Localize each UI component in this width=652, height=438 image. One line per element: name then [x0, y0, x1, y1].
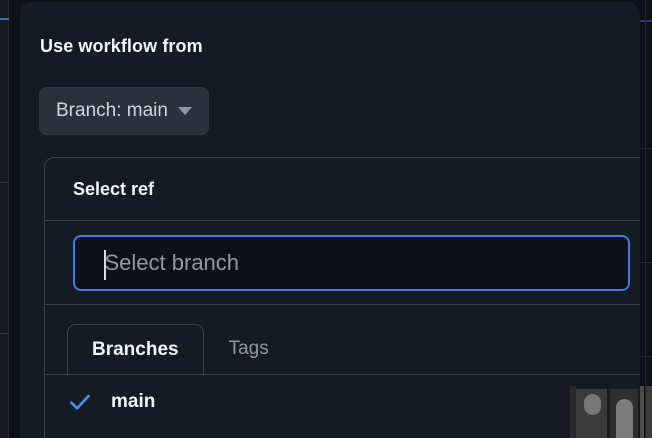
list-item-label: main: [111, 391, 156, 412]
background-right-divider-c: [640, 356, 652, 357]
scrollbar-edge-b: [646, 386, 652, 438]
background-left-divider: [8, 0, 9, 438]
check-icon: [70, 394, 90, 410]
tab-tags[interactable]: Tags: [204, 323, 294, 375]
branch-search-field[interactable]: [72, 234, 630, 291]
branch-list: main: [45, 375, 640, 425]
tabs-underline: [45, 374, 640, 375]
background-right-accent: [640, 20, 652, 22]
select-ref-header: Select ref: [45, 158, 640, 221]
select-ref-title: Select ref: [73, 178, 155, 199]
background-right-divider-a: [640, 148, 652, 149]
branch-search-input[interactable]: [74, 236, 628, 289]
list-item[interactable]: main: [45, 379, 640, 425]
tab-branches-label: Branches: [92, 339, 179, 360]
ref-type-tabs: Branches Tags: [45, 305, 640, 376]
background-right-divider-b: [640, 262, 652, 263]
chevron-down-icon: [177, 107, 192, 115]
branch-selector-button[interactable]: Branch: main: [39, 87, 209, 135]
scrollbar-edge-a: [640, 386, 644, 438]
background-left-gutter: [0, 0, 9, 438]
tab-tags-label: Tags: [228, 338, 269, 359]
select-ref-dropdown: Select ref Branches Tags: [44, 157, 640, 438]
scrollbar-thumb-inner[interactable]: [616, 399, 633, 438]
scrollbar-edge-cap: [570, 386, 576, 438]
text-cursor-caret: [103, 249, 106, 280]
background-divider-b: [0, 333, 9, 334]
background-right-edge: [645, 0, 646, 438]
background-right-gutter: [640, 0, 652, 438]
run-workflow-dialog: Use workflow from Branch: main Select re…: [20, 2, 640, 438]
tab-branches[interactable]: Branches: [67, 324, 204, 376]
branch-selector-label: Branch: main: [56, 100, 168, 121]
branch-filter-row: [45, 221, 640, 305]
scrollbar-thumb-outer[interactable]: [584, 394, 601, 415]
use-workflow-from-label: Use workflow from: [40, 36, 203, 56]
background-divider-a: [0, 182, 9, 183]
background-accent-line: [0, 18, 9, 20]
